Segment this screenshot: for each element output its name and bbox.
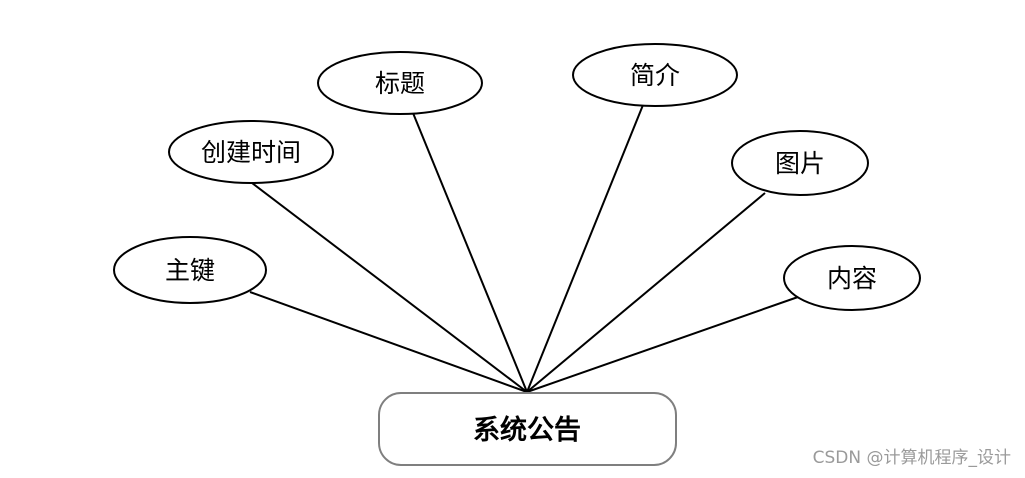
- attribute-label-content: 内容: [827, 264, 877, 293]
- attribute-label-intro: 简介: [630, 61, 680, 90]
- watermark: CSDN @计算机程序_设计: [812, 448, 1011, 468]
- entity-label: 系统公告: [473, 414, 581, 446]
- attribute-label-created: 创建时间: [201, 138, 301, 167]
- connector-line-intro: [526, 104, 644, 393]
- connector-line-image: [526, 192, 766, 393]
- attribute-ellipse-pk: [113, 236, 267, 304]
- entity-box: [378, 392, 677, 466]
- attribute-label-image: 图片: [775, 149, 825, 178]
- attribute-ellipse-image: [731, 130, 869, 196]
- connector-line-content: [526, 296, 799, 393]
- connector-line-pk: [249, 291, 528, 393]
- attribute-ellipse-intro: [572, 43, 738, 107]
- attribute-label-title: 标题: [375, 69, 425, 98]
- connector-line-title: [412, 112, 528, 393]
- attribute-label-pk: 主键: [165, 256, 215, 285]
- attribute-ellipse-created: [168, 120, 334, 184]
- attribute-ellipse-title: [317, 51, 483, 115]
- connector-line-created: [251, 182, 528, 393]
- attribute-ellipse-content: [783, 245, 921, 311]
